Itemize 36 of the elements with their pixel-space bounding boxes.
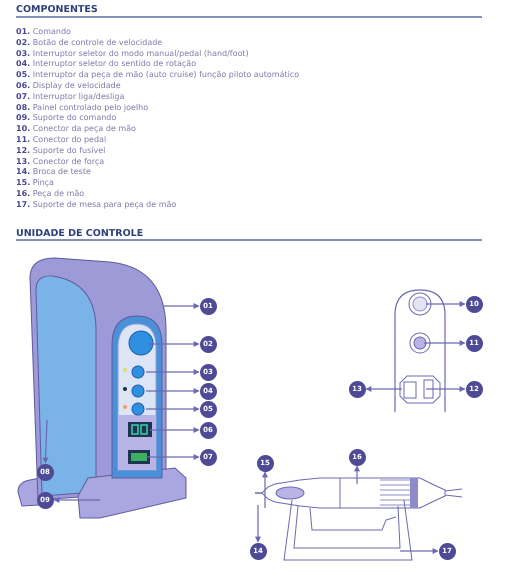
leader-arrow [146, 406, 200, 412]
component-list-item: 10. Conector da peça de mão [16, 124, 136, 134]
component-list-item: 07. Interruptor liga/desliga [16, 92, 124, 102]
leader-arrow [146, 369, 200, 375]
leader-arrow [354, 465, 360, 484]
component-list-item: 05. Interruptor da peça de mão (auto cruise) função piloto automático [16, 70, 300, 80]
component-list-item: 14. Broca de teste [16, 167, 91, 178]
section-heading: UNIDADE DE CONTROLE [16, 228, 144, 240]
leader-arrow [146, 454, 200, 460]
leader-arrow [146, 388, 200, 394]
component-list-item: 16. Peça de mão [16, 189, 84, 199]
leader-arrow [53, 497, 100, 503]
component-list-item: 08. Painel controlado pelo joelho [16, 102, 148, 113]
leader-arrow [163, 303, 200, 309]
component-list-item: 15. Pinça [16, 178, 54, 188]
leader-arrow [255, 505, 261, 543]
leader-arrow [426, 301, 466, 307]
component-list-item: 12. Suporte do fusível [16, 146, 106, 156]
component-list-item: 09. Suporte do comando [16, 113, 116, 124]
component-list-item: 01. Comando [16, 27, 71, 37]
leader-arrow [150, 427, 200, 433]
component-list-item: 17. Suporte de mesa para peça de mão [16, 200, 176, 210]
leader-arrow [365, 386, 402, 392]
leader-arrow [424, 340, 466, 346]
component-list-item: 06. Display de velocidade [16, 81, 121, 91]
component-list-item: 04. Interruptor seletor do sentido de rotação [16, 59, 196, 70]
component-list-item: 03. Interruptor seletor do modo manual/pedal (hand/foot) [16, 48, 249, 59]
component-list-item: 13. Conector de força [16, 156, 104, 167]
component-list-item: 11. Conector do pedal [16, 135, 106, 145]
section-heading: COMPONENTES [16, 4, 98, 16]
leader-arrow [148, 341, 200, 347]
component-list-item: 02. Botão de controle de velocidade [16, 38, 162, 48]
leader-arrow [262, 471, 268, 508]
leader-arrow [426, 386, 466, 392]
leader-arrow [42, 420, 49, 464]
leader-arrow [400, 548, 439, 554]
